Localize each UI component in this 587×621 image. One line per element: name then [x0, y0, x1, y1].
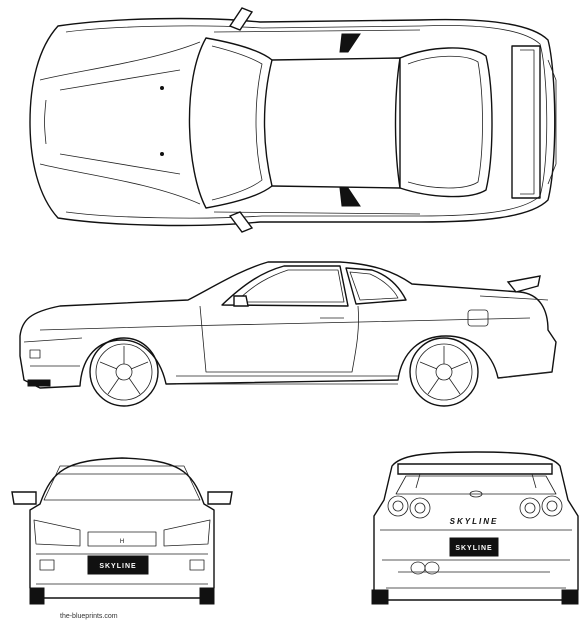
rear-plate-text: SKYLINE [455, 545, 492, 552]
front-emblem-text: H [120, 539, 124, 545]
top-view [29, 7, 557, 233]
rear-license-plate [449, 537, 499, 557]
footer-caption: the-blueprints.com [60, 613, 118, 620]
front-view: H SKYLINE [11, 457, 233, 605]
front-plate-text: SKYLINE [99, 563, 136, 570]
trunk-skyline-badge: SKYLINE [450, 517, 499, 526]
tail-lights [387, 495, 563, 519]
front-wheel [89, 337, 159, 407]
front-license-plate [87, 555, 149, 575]
rear-view: SKYLINE SKYLINE [371, 451, 579, 605]
side-view [19, 261, 557, 407]
rear-wheel [409, 337, 479, 407]
